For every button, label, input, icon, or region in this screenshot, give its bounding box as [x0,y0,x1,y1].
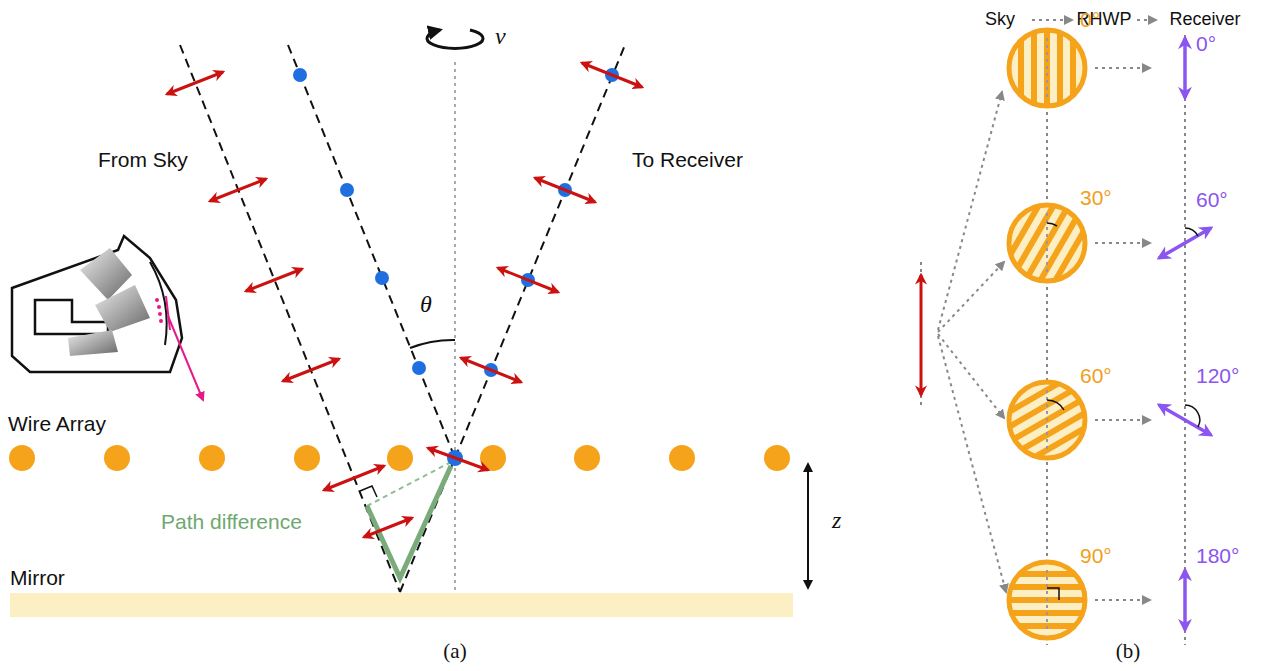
part-label: Wire Array [8,412,106,435]
part-label: Mirror [10,566,65,589]
plate-angle: 30° [1080,186,1112,209]
rotation-label: v [495,23,506,49]
polarization-angle: 120° [1196,364,1239,387]
stage-label: Receiver [1169,10,1240,30]
beam-label: To Receiver [632,148,743,171]
angle-label: θ [420,291,432,317]
plate-angle: 90° [1080,544,1112,567]
panel-label: (b) [1116,640,1141,663]
half-wave-plate [1002,558,1092,642]
path-label: Path difference [161,510,302,533]
polarization-angle: 180° [1196,544,1239,567]
plate-angle: 0° [1080,8,1100,31]
polarization-angle: 0° [1196,32,1216,55]
plate-angle: 60° [1080,364,1112,387]
panel-label: (a) [443,640,466,663]
half-wave-plate [1005,23,1089,113]
beam-label: From Sky [98,148,188,171]
stage-label: Sky [985,10,1015,30]
dimension-label: z [832,507,841,533]
polarization-angle: 60° [1196,188,1228,211]
